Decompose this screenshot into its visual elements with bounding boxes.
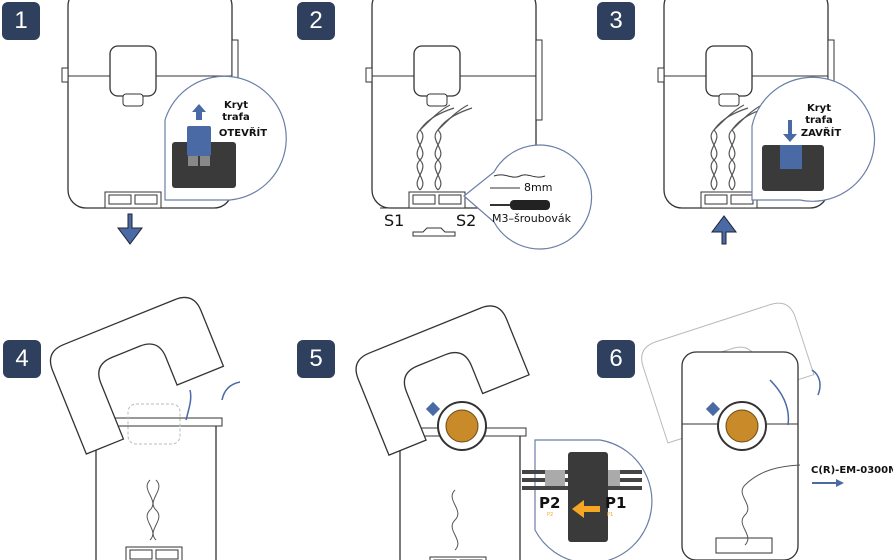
- step-badge-3: 3: [597, 2, 635, 40]
- arrow-up-icon: [192, 104, 206, 120]
- direction-p2: P2: [539, 494, 561, 512]
- arrow-left-icon: [572, 500, 600, 518]
- step-1-drawing: [61, 0, 287, 245]
- step-3-drawing: [657, 0, 876, 245]
- callout-line-3: ZAVŘÍT: [800, 128, 842, 139]
- step-5-drawing: [355, 305, 653, 560]
- tool-label: M3–šroubovák: [492, 212, 572, 225]
- callout-line-1: Kryt: [224, 100, 248, 111]
- step-badge-5: 5: [297, 340, 335, 378]
- screwdriver-icon: [510, 200, 550, 210]
- step-6-drawing: [641, 302, 844, 560]
- arrow-down-icon: [783, 120, 797, 142]
- step-4-drawing: [49, 296, 241, 560]
- cable-coil: [445, 409, 479, 443]
- cable-coil: [725, 409, 759, 443]
- direction-p2-small: P2: [547, 512, 554, 518]
- terminal-s1: S1: [384, 211, 405, 230]
- strip-length-label: 8mm: [524, 181, 553, 194]
- callout-line-2: trafa: [222, 112, 250, 123]
- current-transformer: [568, 452, 608, 542]
- callout-bubble: [463, 144, 593, 250]
- terminal-bracket: [412, 227, 456, 237]
- callout-line-1: Kryt: [807, 103, 831, 114]
- callout-line-3: OTEVŘÍT: [218, 128, 268, 139]
- arrow-down-icon: [117, 213, 143, 245]
- callout-line-2: trafa: [805, 115, 833, 126]
- step-badge-1: 1: [2, 2, 40, 40]
- step-badge-2: 2: [297, 2, 335, 40]
- arrow-right-icon: [812, 479, 844, 487]
- direction-p1-small: P1: [607, 512, 614, 518]
- terminal-s2: S2: [456, 211, 477, 230]
- step-badge-6: 6: [597, 340, 635, 378]
- step-badge-4: 4: [3, 340, 41, 378]
- arrow-up-icon: [711, 215, 737, 245]
- direction-p1: P1: [605, 494, 627, 512]
- model-label: C(R)-EM-0300M: [811, 465, 893, 476]
- step-2-drawing: [365, 0, 593, 250]
